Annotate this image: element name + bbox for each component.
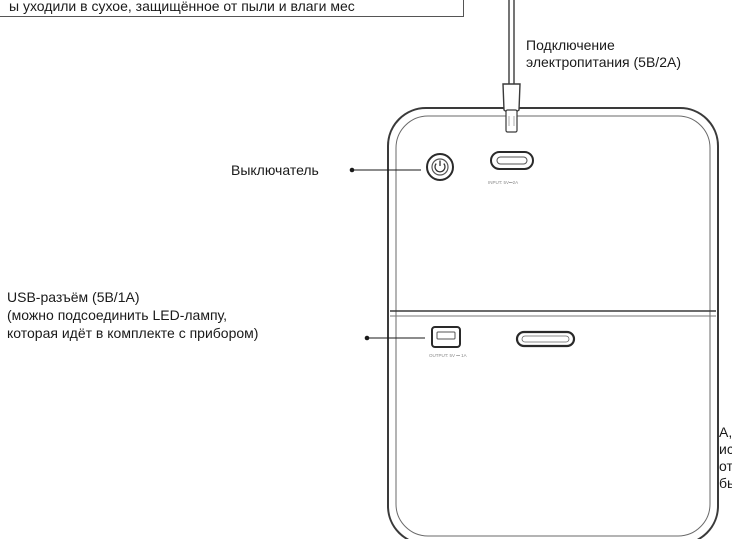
device-body-outer bbox=[387, 107, 719, 539]
usb-leader-dot bbox=[364, 335, 370, 341]
switch-label: Выключатель bbox=[231, 162, 319, 178]
output-port-label: OUTPUT: 5V ⎓ 1A bbox=[429, 353, 467, 358]
top-note-box: ы уходили в сухое, защищённое от пыли и … bbox=[0, 0, 464, 17]
switch-inner bbox=[431, 158, 449, 176]
light-slot-inner bbox=[521, 335, 570, 343]
usb-a-port-inner bbox=[436, 331, 456, 340]
switch-leader-dot bbox=[349, 167, 355, 173]
side-text-line1: А, bbox=[719, 424, 732, 440]
usb-port-label-line1: USB-разъём (5В/1А) bbox=[7, 289, 140, 305]
cable-plug-tip bbox=[505, 109, 518, 133]
top-note-text: ы уходили в сухое, защищённое от пыли и … bbox=[9, 0, 355, 14]
usb-port-label-line3: которая идёт в комплекте с прибором) bbox=[7, 325, 259, 341]
power-icon bbox=[434, 163, 446, 173]
power-connection-label-line2: электропитания (5В/2А) bbox=[526, 54, 681, 70]
usb-port-label-line2: (можно подсоединить LED-лампу, bbox=[7, 307, 228, 323]
power-connection-label-line1: Подключение bbox=[526, 37, 615, 53]
side-text-line4: бь bbox=[719, 475, 732, 491]
usb-c-port-inner bbox=[496, 156, 528, 165]
cable-plug-body bbox=[502, 83, 521, 114]
input-port-label: INPUT: 5V⎓2A bbox=[488, 180, 518, 185]
device-body-inner bbox=[395, 115, 711, 537]
side-text-line3: от bbox=[719, 458, 732, 474]
side-text-line2: ис bbox=[719, 441, 732, 457]
